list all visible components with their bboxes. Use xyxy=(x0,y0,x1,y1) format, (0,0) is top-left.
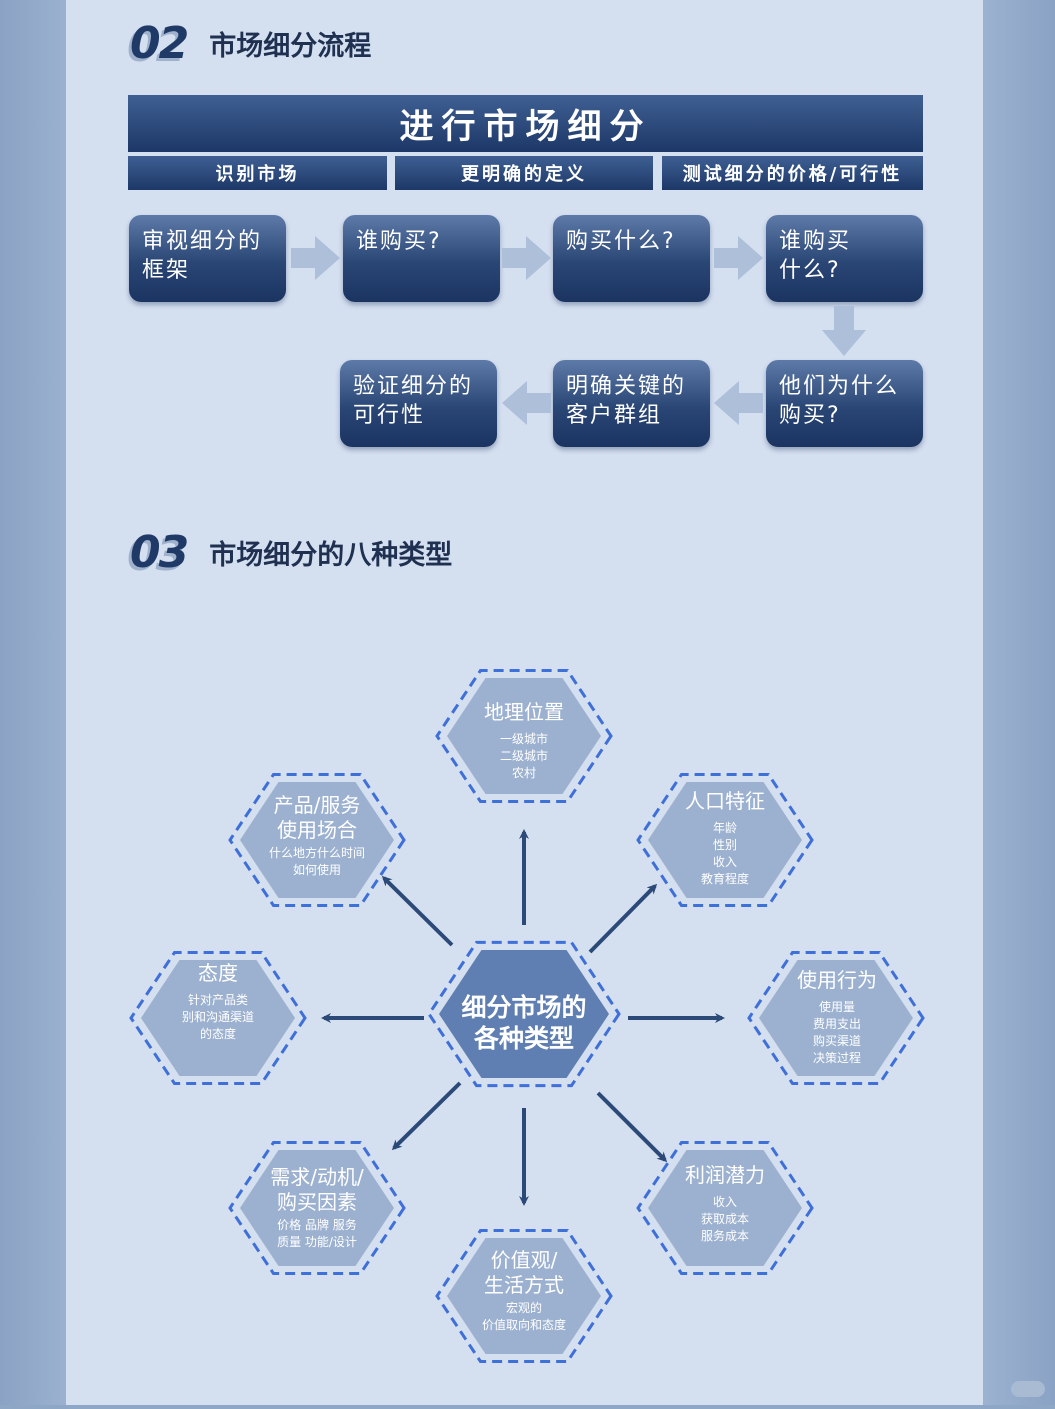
hex-center xyxy=(427,940,621,1088)
step-label: 明确关键的 客户群组 xyxy=(566,374,687,428)
flow-arrow-right-1 xyxy=(291,236,340,280)
step-what-bought: 购买什么? xyxy=(553,215,710,302)
step-label: 谁购买 什么? xyxy=(779,229,852,283)
type-detail: 宏观的 价值取向和态度 xyxy=(481,1301,566,1332)
type-demographics: 人口特征 年龄 性别 收入 教育程度 xyxy=(645,789,805,888)
arrow-to-profit-potential xyxy=(596,1091,668,1163)
section-02-header: 02 市场细分流程 xyxy=(130,18,371,69)
section-02-number: 02 xyxy=(130,18,189,69)
type-detail: 收入 获取成本 服务成本 xyxy=(700,1195,749,1243)
type-detail: 针对产品类 别和沟通渠道 的态度 xyxy=(181,993,254,1041)
flow-arrow-left-2 xyxy=(502,381,551,425)
hex-usage-occasion xyxy=(228,773,406,907)
type-needs-motivation: 需求/动机/ 购买因素 价格 品牌 服务 质量 功能/设计 xyxy=(237,1165,397,1251)
arrow-to-demographics xyxy=(588,883,658,954)
section-03-number: 03 xyxy=(130,527,189,578)
type-attitude: 态度 针对产品类 别和沟通渠道 的态度 xyxy=(138,961,298,1043)
section-02-title: 市场细分流程 xyxy=(209,31,372,62)
step-label: 审视细分的 框架 xyxy=(142,229,263,283)
type-detail: 使用量 费用支出 购买渠道 决策过程 xyxy=(812,1000,861,1065)
section-03-header: 03 市场细分的八种类型 xyxy=(130,527,452,578)
step-key-groups: 明确关键的 客户群组 xyxy=(553,360,710,447)
hex-needs-motivation xyxy=(228,1141,406,1275)
flow-arrow-right-3 xyxy=(714,236,763,280)
type-detail: 价格 品牌 服务 质量 功能/设计 xyxy=(277,1218,357,1249)
section-03-title: 市场细分的八种类型 xyxy=(209,540,453,571)
type-detail: 年龄 性别 收入 教育程度 xyxy=(700,821,749,886)
step-who-buys-what: 谁购买 什么? xyxy=(766,215,923,302)
hex-usage-behavior xyxy=(747,951,925,1085)
flow-arrow-right-2 xyxy=(502,236,551,280)
type-title: 地理位置 xyxy=(484,700,564,724)
type-title: 人口特征 xyxy=(685,789,765,813)
type-detail: 一级城市 二级城市 农村 xyxy=(499,732,548,780)
hex-values-lifestyle xyxy=(435,1229,613,1363)
type-title: 需求/动机/ 购买因素 xyxy=(270,1165,364,1214)
type-usage-behavior: 使用行为 使用量 费用支出 购买渠道 决策过程 xyxy=(757,968,917,1067)
watermark-badge xyxy=(1011,1381,1045,1397)
step-framework: 审视细分的 框架 xyxy=(129,215,286,302)
type-title: 产品/服务 使用场合 xyxy=(273,793,361,842)
step-validate: 验证细分的 可行性 xyxy=(340,360,497,447)
type-usage-occasion: 产品/服务 使用场合 什么地方什么时间 如何使用 xyxy=(237,793,397,879)
subheader-identify-market: 识别市场 xyxy=(128,156,387,190)
step-who-buys: 谁购买? xyxy=(343,215,500,302)
left-side-strip xyxy=(0,0,66,1405)
arrow-to-usage-occasion xyxy=(381,875,454,947)
type-detail: 什么地方什么时间 如何使用 xyxy=(268,846,365,877)
step-label: 他们为什么 购买? xyxy=(779,374,900,428)
step-label: 购买什么? xyxy=(566,229,676,254)
type-profit-potential: 利润潜力 收入 获取成本 服务成本 xyxy=(645,1163,805,1245)
type-values-lifestyle: 价值观/ 生活方式 宏观的 价值取向和态度 xyxy=(444,1248,604,1334)
subheader-test: 测试细分的价格/可行性 xyxy=(662,156,923,190)
center-label: 细分市场的 各种类型 xyxy=(434,992,614,1054)
hex-demographics xyxy=(636,773,814,907)
type-title: 价值观/ 生活方式 xyxy=(484,1248,564,1297)
step-why-buy: 他们为什么 购买? xyxy=(766,360,923,447)
type-title: 态度 xyxy=(198,961,238,985)
right-side-strip xyxy=(983,0,1055,1405)
flow-arrow-left-1 xyxy=(714,381,763,425)
arrow-to-needs-motivation xyxy=(391,1081,462,1151)
hex-geography xyxy=(435,669,613,803)
type-geography: 地理位置 一级城市 二级城市 农村 xyxy=(444,700,604,782)
flow-arrows xyxy=(291,236,866,425)
hex-profit-potential xyxy=(636,1141,814,1275)
process-banner: 进行市场细分 xyxy=(128,95,923,152)
step-label: 谁购买? xyxy=(356,229,442,254)
flow-arrow-down xyxy=(822,306,866,356)
step-label: 验证细分的 可行性 xyxy=(353,374,474,428)
center-title: 细分市场的 各种类型 xyxy=(461,993,587,1053)
subheader-define: 更明确的定义 xyxy=(395,156,653,190)
hex-attitude xyxy=(129,951,307,1085)
type-title: 使用行为 xyxy=(797,968,877,992)
type-title: 利润潜力 xyxy=(685,1163,765,1187)
